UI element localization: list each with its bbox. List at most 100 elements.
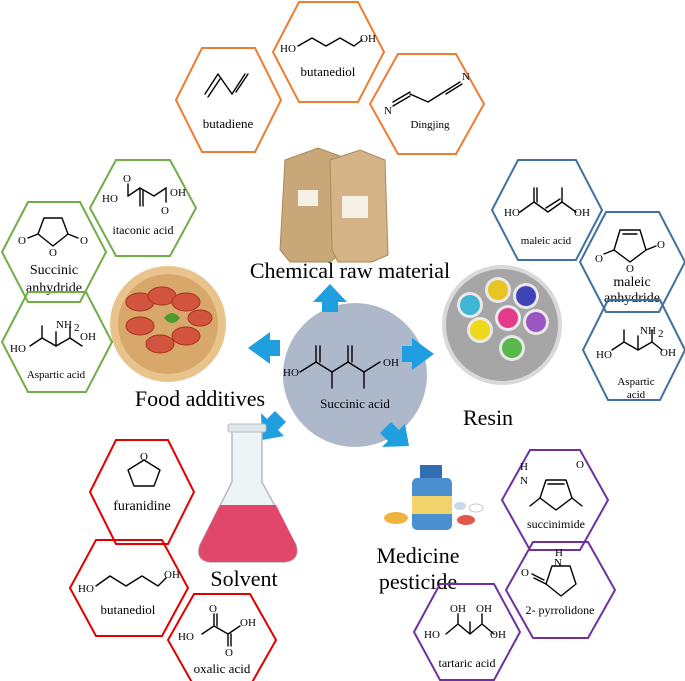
label-maleic-anhydride-line2: anhydride	[604, 291, 660, 306]
arrow-down-right	[380, 422, 409, 447]
hex-dingjing: N N Dingjing	[368, 53, 486, 155]
arrows	[248, 284, 434, 447]
label-tartaric-acid: tartaric acid	[439, 656, 496, 670]
hexagon	[581, 299, 685, 401]
atom-label: O	[576, 459, 584, 471]
atom-label: HO	[283, 367, 299, 379]
category-resin: Resin	[463, 405, 513, 430]
hex-pyrrolidone: H N O 2- pyrrolidone	[504, 541, 617, 639]
atom-label: HO	[10, 343, 26, 355]
atom-label: OH	[660, 347, 676, 359]
hexagon	[490, 159, 604, 261]
label-butadiene: butadiene	[203, 116, 254, 131]
arrow-down-left	[261, 411, 286, 440]
atom-label: O	[18, 235, 26, 247]
label-dingjing: Dingjing	[410, 119, 450, 131]
atom-label: OH	[170, 187, 186, 199]
atom-label: 2	[74, 322, 80, 334]
atom-label: O	[225, 647, 233, 659]
hexagon	[412, 583, 522, 681]
hexagon	[174, 47, 283, 153]
atom-label: OH	[574, 207, 590, 219]
atom-label: HO	[424, 629, 440, 641]
label-butanediol-top: butanediol	[301, 64, 356, 79]
atom-label: O	[626, 263, 634, 275]
hex-aspartic-acid-left: HO OH NH 2 Aspartic acid	[0, 291, 114, 393]
category-solvent: Solvent	[210, 566, 277, 591]
atom-label: 2	[658, 328, 664, 340]
atom-label: O	[161, 205, 169, 217]
center-node: HO OH Succinic acid	[283, 303, 427, 447]
hex-itaconic-acid: HO OH O O itaconic acid	[88, 159, 198, 257]
label-aspartic-left: Aspartic acid	[27, 369, 86, 381]
category-medicine-line1: Medicine	[376, 543, 459, 568]
hexagon	[271, 1, 386, 103]
label-succinic-anhydride-line2: anhydride	[26, 281, 82, 296]
hexagon	[578, 211, 685, 313]
hex-furanidine: O furanidine	[88, 439, 196, 545]
hexagon	[88, 159, 198, 257]
category-food-additives: Food additives	[135, 386, 265, 411]
atom-label: OH	[240, 617, 256, 629]
atom-label: HO	[280, 43, 296, 55]
atom-label: OH	[164, 569, 180, 581]
hexagon	[500, 449, 610, 551]
hexagon	[166, 593, 278, 681]
hexagon	[0, 291, 114, 393]
atom-label: N	[520, 475, 528, 487]
atom-label: O	[209, 603, 217, 615]
atom-label: OH	[80, 331, 96, 343]
label-butanediol-bottom: butanediol	[101, 602, 156, 617]
hex-oxalic-acid: HO OH O O oxalic acid	[166, 593, 278, 681]
hexagon	[504, 541, 617, 639]
label-oxalic-acid: oxalic acid	[194, 661, 251, 676]
hex-maleic-anhydride: O O O maleic anhydride	[578, 211, 685, 313]
label-aspartic-right-line1: Aspartic	[617, 376, 654, 388]
atom-label: NH	[56, 319, 72, 331]
category-pesticide-line2: pesticide	[379, 569, 457, 594]
label-maleic-acid: maleic acid	[521, 235, 572, 247]
succinic-acid-structure: HO OH	[283, 345, 399, 389]
hex-succinic-anhydride: O O O Succinic anhydride	[0, 201, 108, 303]
atom-label: H	[555, 547, 563, 559]
atom-label: HO	[102, 193, 118, 205]
hex-butanediol-top: HO OH butanediol	[271, 1, 386, 103]
label-maleic-anhydride-line1: maleic	[613, 275, 650, 290]
hex-butanediol-bottom: HO OH butanediol	[68, 539, 190, 637]
label-succinimide: succinimide	[527, 517, 585, 531]
resin-paint-cans-image	[442, 265, 562, 385]
label-furanidine: furanidine	[113, 499, 171, 514]
atom-label: HO	[596, 349, 612, 361]
hexagon	[68, 539, 190, 637]
atom-label: O	[657, 239, 665, 251]
hexagon	[88, 439, 196, 545]
chemical-bags-image	[279, 147, 389, 263]
atom-label: O	[123, 173, 131, 185]
atom-label: N	[462, 71, 470, 83]
medicine-bottle-image	[384, 465, 484, 530]
arrow-left	[248, 332, 280, 364]
atom-label: OH	[476, 603, 492, 615]
atom-label: N	[384, 105, 392, 117]
atom-label: O	[49, 247, 57, 259]
atom-label: OH	[360, 33, 376, 45]
hex-aspartic-acid-right: HO OH NH 2 Aspartic acid	[581, 299, 685, 401]
atom-label: OH	[450, 603, 466, 615]
atom-label: O	[80, 235, 88, 247]
hex-tartaric-acid: HO OH OH OH tartaric acid	[412, 583, 522, 681]
atom-label: O	[595, 253, 603, 265]
hex-butadiene: butadiene	[174, 47, 283, 153]
label-itaconic-acid: itaconic acid	[113, 223, 174, 237]
atom-label: OH	[490, 629, 506, 641]
solvent-flask-image	[198, 423, 298, 563]
hexagon	[368, 53, 486, 155]
hexagon	[0, 201, 108, 303]
sausage-plate-image	[110, 266, 226, 382]
arrow-right	[402, 338, 434, 370]
atom-label: OH	[383, 357, 399, 369]
center-circle	[283, 303, 427, 447]
arrow-up	[313, 284, 347, 312]
category-chemical-raw-material: Chemical raw material	[250, 258, 450, 283]
hex-succinimide: H N O succinimide	[500, 449, 610, 551]
